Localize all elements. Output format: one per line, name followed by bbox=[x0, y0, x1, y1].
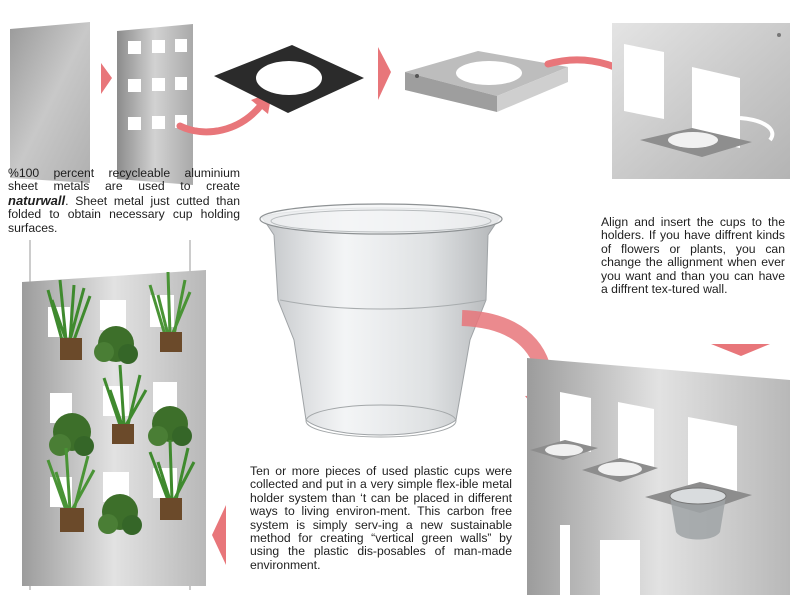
black-cutout-sheet bbox=[214, 45, 364, 113]
wall-holders-assembly bbox=[527, 358, 790, 595]
arrow-right-2 bbox=[378, 47, 391, 100]
align-text: Align and insert the cups to the holders… bbox=[601, 215, 785, 297]
plain-sheet bbox=[10, 22, 90, 183]
holder-assembly-panel bbox=[612, 23, 790, 179]
plant-grass-3 bbox=[102, 364, 148, 444]
arrow-right-1 bbox=[101, 63, 112, 94]
plant-grass-1 bbox=[46, 279, 92, 360]
plant-grass-4 bbox=[46, 447, 96, 532]
green-wall-panel bbox=[22, 240, 206, 590]
folded-holder bbox=[405, 51, 568, 112]
cups-text: Ten or more pieces of used plastic cups … bbox=[250, 464, 512, 572]
recycle-text: %100 percent recyclеable aluminium sheet… bbox=[8, 166, 240, 235]
recycle-text-intro: %100 percent recyclеable aluminium sheet… bbox=[8, 166, 240, 194]
plant-grass-5 bbox=[148, 439, 196, 520]
arrow-down-small bbox=[711, 344, 770, 356]
plant-grass-2 bbox=[148, 271, 192, 352]
arrow-left bbox=[212, 505, 226, 565]
plant-leafy-3 bbox=[148, 406, 192, 446]
brand-name: naturwall bbox=[8, 192, 66, 208]
recycle-text-rest: . Sheet metal just cutted than folded to… bbox=[8, 193, 240, 235]
cut-sheet bbox=[117, 24, 193, 185]
plastic-cup bbox=[259, 203, 503, 438]
plant-leafy-4 bbox=[98, 494, 142, 535]
plant-leafy-1 bbox=[94, 326, 138, 364]
